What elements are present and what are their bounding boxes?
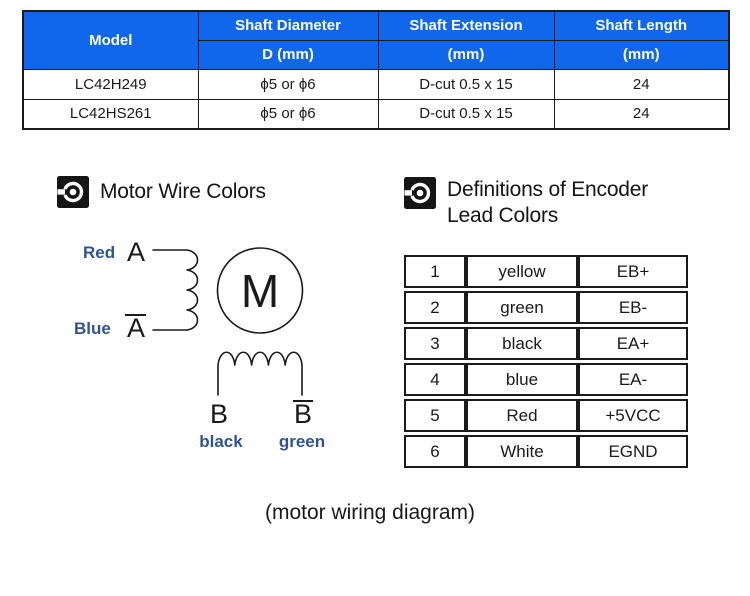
encoder-row: 4 blue EA-	[404, 363, 688, 396]
spec-cell-shaft-length: 24	[553, 68, 730, 100]
phase-b-minus-wire-color-label: green	[279, 432, 325, 451]
spec-cell-shaft-extension: D-cut 0.5 x 15	[377, 68, 555, 100]
motor-wiring-diagram: Red A Blue A M B B black green	[74, 237, 325, 451]
encoder-wire-color: White	[466, 435, 578, 468]
encoder-row: 2 green EB-	[404, 291, 688, 324]
spec-header-shaft-extension-unit: (mm)	[377, 39, 555, 70]
phase-a-plus-terminal-label: A	[127, 237, 145, 267]
phase-b-plus-terminal-label: B	[210, 399, 228, 429]
spec-header-shaft-diameter-unit: D (mm)	[197, 39, 379, 70]
spiral-target-icon	[57, 176, 89, 208]
phase-a-minus-terminal-label: A	[127, 313, 145, 343]
encoder-signal: EGND	[578, 435, 688, 468]
phase-a-coil	[186, 249, 199, 331]
encoder-wire-color: Red	[466, 399, 578, 432]
spec-row-lc42hs261: LC42HS261 ϕ5 or ϕ6 D-cut 0.5 x 15 24	[22, 98, 730, 130]
encoder-wire-color: black	[466, 327, 578, 360]
spec-cell-shaft-length: 24	[553, 98, 730, 130]
motor-symbol: M	[241, 265, 279, 317]
phase-b-plus-wire-color-label: black	[199, 432, 243, 451]
encoder-pin: 1	[404, 255, 466, 288]
spec-cell-model: LC42H249	[22, 68, 199, 100]
motor-circle	[216, 247, 304, 334]
spec-table: Model Shaft Diameter Shaft Extension Sha…	[22, 10, 730, 130]
section-title-encoder-lead-colors: Definitions of Encoder Lead Colors	[447, 178, 649, 227]
spec-header-shaft-length-unit: (mm)	[553, 39, 730, 70]
encoder-pin: 4	[404, 363, 466, 396]
section-encoder-lead-colors: Definitions of Encoder Lead Colors	[404, 177, 697, 229]
encoder-wire-color: yellow	[466, 255, 578, 288]
spec-header-row-2: D (mm) (mm) (mm)	[23, 39, 730, 70]
encoder-pin: 2	[404, 291, 466, 324]
phase-a-minus-wire-color-label: Blue	[74, 319, 111, 338]
spec-header-shaft-length: Shaft Length	[553, 10, 730, 41]
spec-cell-shaft-diameter: ϕ5 or ϕ6	[197, 98, 379, 130]
encoder-row: 6 White EGND	[404, 435, 688, 468]
encoder-wire-color: green	[466, 291, 578, 324]
spec-cell-shaft-diameter: ϕ5 or ϕ6	[197, 68, 379, 100]
encoder-lead-table: 1 yellow EB+ 2 green EB- 3 black EA+ 4 b…	[404, 252, 688, 471]
phase-b-minus-terminal-label: B	[294, 399, 312, 429]
section-motor-wire-colors: Motor Wire Colors	[57, 176, 266, 208]
encoder-wire-color: blue	[466, 363, 578, 396]
encoder-signal: EB-	[578, 291, 688, 324]
encoder-row: 1 yellow EB+	[404, 255, 688, 288]
spec-header-row-1: Model Shaft Diameter Shaft Extension Sha…	[22, 10, 730, 70]
section-title-motor-wire-colors: Motor Wire Colors	[100, 180, 266, 203]
spec-header-shaft-diameter: Shaft Diameter	[197, 10, 379, 41]
encoder-row: 5 Red +5VCC	[404, 399, 688, 432]
phase-a-plus-wire-color-label: Red	[83, 243, 115, 262]
spec-row-lc42h249: LC42H249 ϕ5 or ϕ6 D-cut 0.5 x 15 24	[22, 68, 730, 100]
spec-header-shaft-extension: Shaft Extension	[377, 10, 555, 41]
encoder-row: 3 black EA+	[404, 327, 688, 360]
encoder-signal: EB+	[578, 255, 688, 288]
spiral-target-icon	[404, 177, 436, 209]
spec-cell-shaft-extension: D-cut 0.5 x 15	[377, 98, 555, 130]
figure-caption: (motor wiring diagram)	[264, 501, 476, 524]
encoder-pin: 3	[404, 327, 466, 360]
encoder-signal: +5VCC	[578, 399, 688, 432]
spec-header-model: Model	[22, 10, 199, 70]
encoder-pin: 6	[404, 435, 466, 468]
encoder-signal: EA-	[578, 363, 688, 396]
spec-cell-model: LC42HS261	[22, 98, 199, 130]
phase-b-coil	[217, 351, 303, 396]
encoder-signal: EA+	[578, 327, 688, 360]
encoder-pin: 5	[404, 399, 466, 432]
